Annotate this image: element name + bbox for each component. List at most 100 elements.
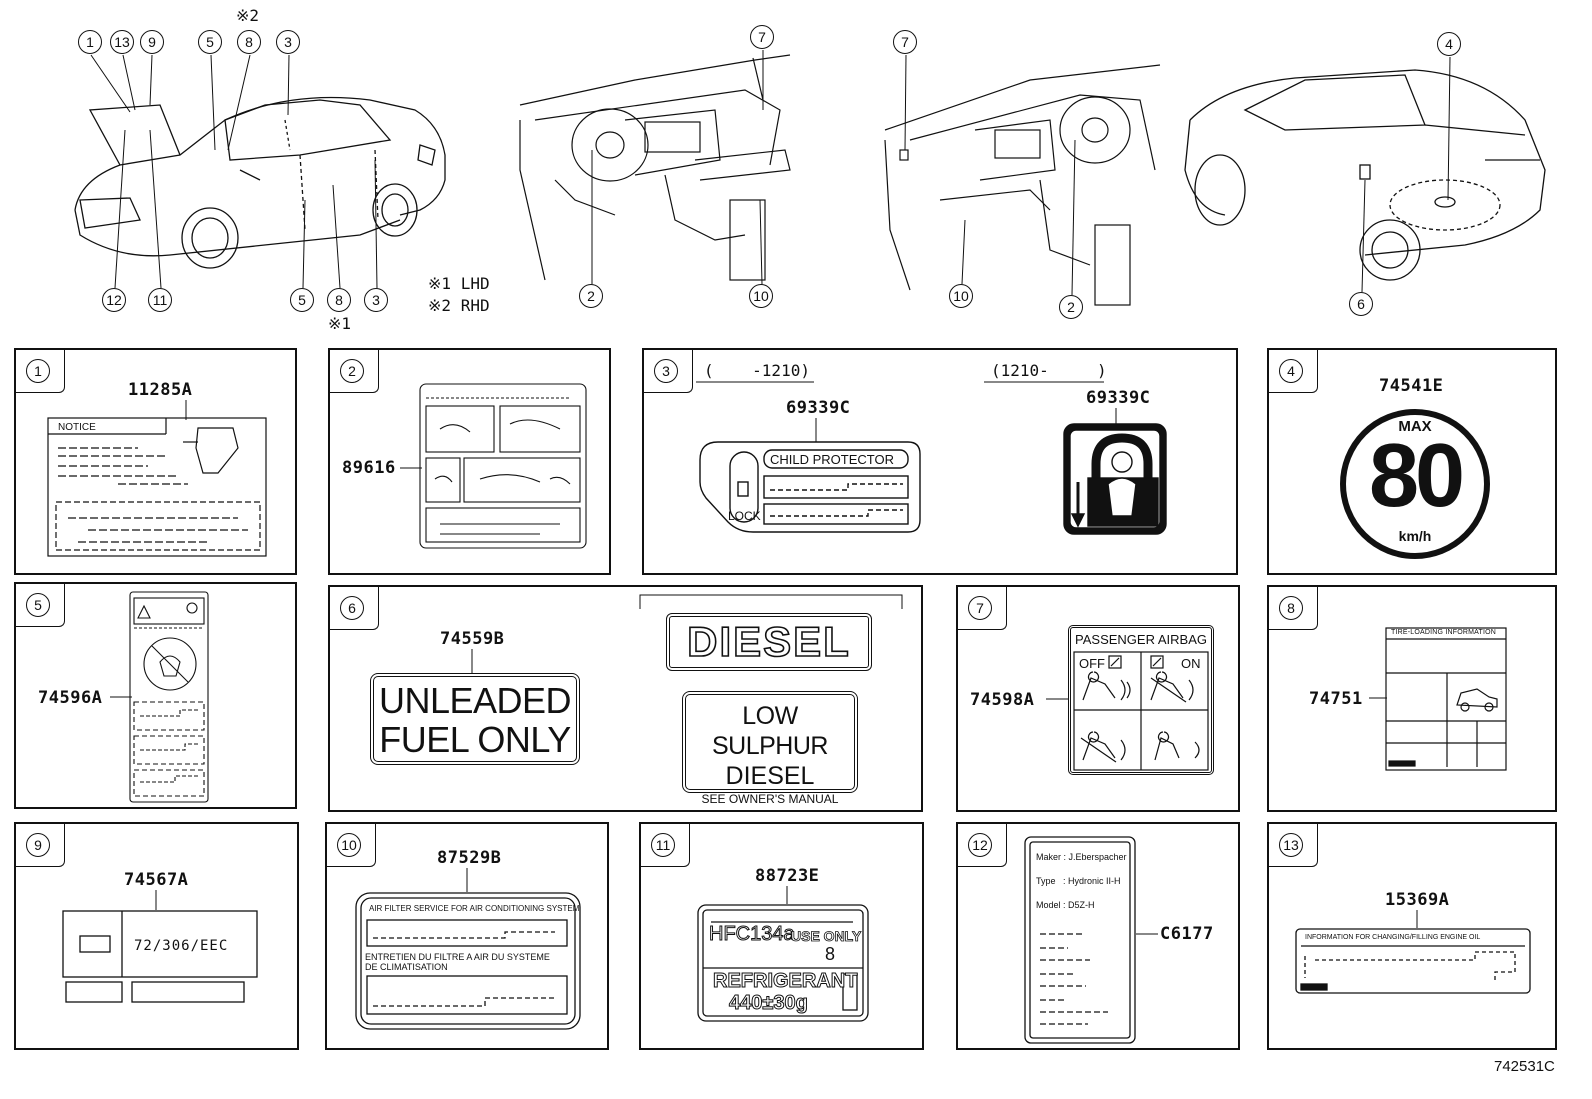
rhd-mark: ※2: [236, 6, 260, 25]
use-only-text: USE ONLY: [791, 928, 862, 945]
part-number-11285A: 11285A: [128, 380, 193, 400]
leader-69339C: [815, 408, 1117, 442]
refrigerant-qty-number: 8: [825, 944, 836, 964]
part-number-C6177: C6177: [1160, 924, 1214, 944]
panel-7-number: 7: [968, 596, 992, 620]
eec-label: [62, 910, 258, 1003]
callout-9: 9: [140, 30, 164, 54]
leader-87529B: [466, 868, 468, 892]
callout-8-bottom: 8: [327, 288, 351, 312]
panel-7: 7 74598A PASSENGER AIRBAG OFF ON: [956, 585, 1240, 812]
lock-text: LOCK: [728, 509, 761, 523]
airbag-pictograms: [1073, 651, 1209, 771]
leader-74751: [1369, 697, 1387, 699]
callout-5-top: 5: [198, 30, 222, 54]
leader-74567A: [155, 890, 157, 910]
part-number-74751: 74751: [1309, 689, 1363, 709]
refrigerant-amount: 440±30g: [729, 992, 809, 1015]
unleaded-fuel-label: UNLEADED FUEL ONLY: [370, 673, 580, 765]
refrigerant-text: REFRIGERANT: [712, 970, 858, 993]
panel-5-number: 5: [26, 593, 50, 617]
panel-1-number: 1: [26, 359, 50, 383]
panel-4: 4 74541E MAX 80 km/h: [1267, 348, 1557, 575]
max-text: MAX: [1398, 418, 1432, 435]
part-number-69339C-a: 69339C: [786, 398, 851, 418]
tire-loading-label: [1385, 627, 1507, 771]
leader-C6177: [1136, 933, 1158, 935]
callout-4: 4: [1437, 32, 1461, 56]
rear-leaders: [1361, 56, 1451, 293]
panel-10-number: 10: [337, 833, 361, 857]
notice-label: [47, 417, 267, 557]
callout-3-bottom: 3: [364, 288, 388, 312]
speed-limit-label: [1340, 409, 1490, 559]
part-number-87529B: 87529B: [437, 848, 502, 868]
unleaded-line-1: UNLEADED: [378, 680, 572, 721]
part-number-88723E: 88723E: [755, 866, 820, 886]
unleaded-line-2: FUEL ONLY: [379, 719, 571, 760]
heater-type: Type : Hydronic II-H: [1036, 876, 1121, 886]
callout-7-rhd: 7: [893, 30, 917, 54]
leader-88723E: [786, 886, 788, 904]
callout-11: 11: [148, 288, 172, 312]
part-number-74559B: 74559B: [440, 629, 505, 649]
bracket-line: [639, 594, 903, 609]
range-after-1210: (1210- ): [991, 361, 1107, 380]
front-leaders: [90, 54, 378, 289]
lhd-leaders: [591, 50, 764, 285]
panel-3-number: 3: [654, 359, 678, 383]
panel-13-number: 13: [1279, 833, 1303, 857]
passenger-airbag-label: PASSENGER AIRBAG OFF ON: [1068, 625, 1214, 775]
notice-label-title: NOTICE: [58, 422, 96, 433]
air-filter-fr-1: ENTRETIEN DU FILTRE A AIR DU SYSTEME: [365, 952, 550, 962]
part-number-74598A: 74598A: [970, 690, 1035, 710]
child-protector-text: CHILD PROTECTOR: [770, 452, 894, 467]
leader-15369A: [1416, 910, 1418, 928]
panel-5: 5 74596A: [14, 582, 297, 809]
panel-8: 8 74751 TIRE-LOADING INFORMATION: [1267, 585, 1557, 812]
panel-11: 11 88723E HFC134a USE ONLY 8 REFRIGERANT…: [639, 822, 924, 1050]
air-filter-en: AIR FILTER SERVICE FOR AIR CONDITIONING …: [369, 904, 580, 913]
callout-12: 12: [102, 288, 126, 312]
leader-89616: [400, 467, 422, 469]
panel-1: 1 11285A NOTICE: [14, 348, 297, 575]
diesel-label: DIESEL: [666, 613, 872, 671]
hfc134a-text: HFC134a: [709, 923, 796, 946]
callout-10-lhd: 10: [749, 284, 773, 308]
callout-8-top: 8: [237, 30, 261, 54]
diagram-id: 742531C: [1494, 1058, 1555, 1075]
range-underlines: [696, 381, 1104, 383]
leader-74596A: [110, 696, 132, 698]
speed-value: 80: [1368, 426, 1465, 526]
air-filter-fr-2: DE CLIMATISATION: [365, 962, 448, 972]
rhd-dashboard-illustration: [884, 64, 1161, 306]
heater-label: [1024, 836, 1136, 1044]
callout-10-rhd: 10: [949, 284, 973, 308]
legend-lhd: ※1 LHD: [428, 274, 490, 293]
part-number-74596A: 74596A: [38, 688, 103, 708]
leader-74598A: [1046, 698, 1068, 700]
panel-2: 2 89616: [328, 348, 611, 575]
engine-oil-label: [1295, 928, 1531, 994]
eec-code: 72/306/EEC: [134, 938, 229, 954]
air-filter-label: [355, 892, 581, 1030]
leader-74559B: [471, 649, 473, 673]
callout-13: 13: [110, 30, 134, 54]
panel-9-number: 9: [26, 833, 50, 857]
rhd-leaders: [904, 54, 1076, 296]
panel-6-number: 6: [340, 596, 364, 620]
callout-2-rhd: 2: [1059, 295, 1083, 319]
part-number-89616: 89616: [342, 458, 396, 478]
part-number-15369A: 15369A: [1385, 890, 1450, 910]
low-sulphur-line-3: SEE OWNER'S MANUAL: [701, 792, 839, 806]
callout-2-lhd: 2: [579, 284, 603, 308]
passenger-airbag-title: PASSENGER AIRBAG: [1075, 632, 1207, 647]
part-number-74567A: 74567A: [124, 870, 189, 890]
panel-6: 6 74559B UNLEADED FUEL ONLY DIESEL LOW S…: [328, 585, 923, 812]
panel-11-number: 11: [651, 833, 675, 857]
front-car-illustration: [74, 96, 446, 269]
low-sulphur-line-1: LOW SULPHUR: [712, 702, 828, 760]
callout-1: 1: [78, 30, 102, 54]
panel-3: 3 ( -1210) (1210- ) 69339C 69339C CHILD …: [642, 348, 1238, 575]
speed-unit: km/h: [1398, 528, 1432, 544]
